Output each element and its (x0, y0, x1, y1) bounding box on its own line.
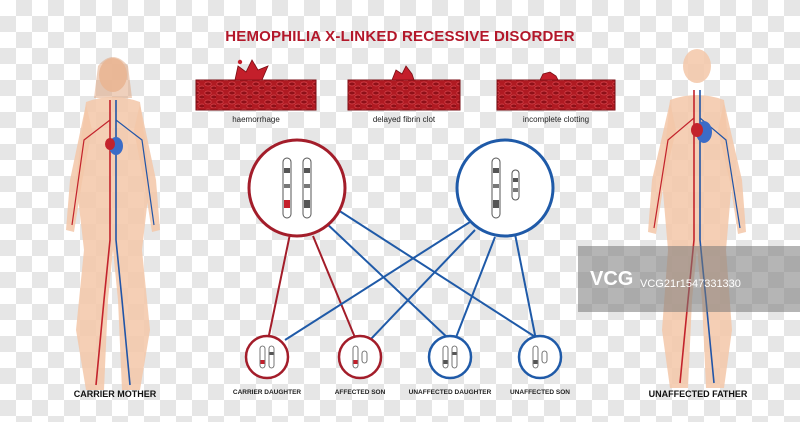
vessel-incomplete-clotting (496, 71, 616, 111)
watermark-band (578, 246, 800, 312)
mother-label: CARRIER MOTHER (73, 389, 157, 399)
watermark-logo: VCG (590, 268, 634, 290)
child-label-affected-son: AFFECTED SON (334, 389, 386, 396)
vessel-label-haemorrhage: haemorrhage (232, 115, 280, 124)
watermark-id: VCG21r1547331330 (640, 278, 741, 290)
vessel-label-incomplete-clotting: incomplete clotting (522, 115, 590, 124)
father-label: UNAFFECTED FATHER (648, 389, 748, 399)
mother-genotype-circle (247, 138, 347, 238)
child-circle-unaffected-daughter (427, 334, 473, 380)
child-circle-unaffected-son (517, 334, 563, 380)
mother-body-figure (66, 57, 160, 390)
vessel-label-delayed-fibrin-clot: delayed fibrin clot (372, 115, 436, 124)
child-label-unaffected-daughter: UNAFFECTED DAUGHTER (408, 389, 492, 396)
vessel-haemorrhage (195, 59, 317, 111)
vessel-delayed-fibrin-clot (347, 65, 461, 111)
inheritance-lines (267, 209, 541, 341)
father-body-figure (648, 49, 746, 388)
child-label-carrier-daughter: CARRIER DAUGHTER (232, 389, 302, 396)
father-genotype-circle (455, 138, 555, 238)
child-circle-affected-son (337, 334, 383, 380)
diagram-title: HEMOPHILIA X-LINKED RECESSIVE DISORDER (225, 28, 575, 45)
child-circle-carrier-daughter (244, 334, 290, 380)
child-label-unaffected-son: UNAFFECTED SON (510, 389, 570, 396)
